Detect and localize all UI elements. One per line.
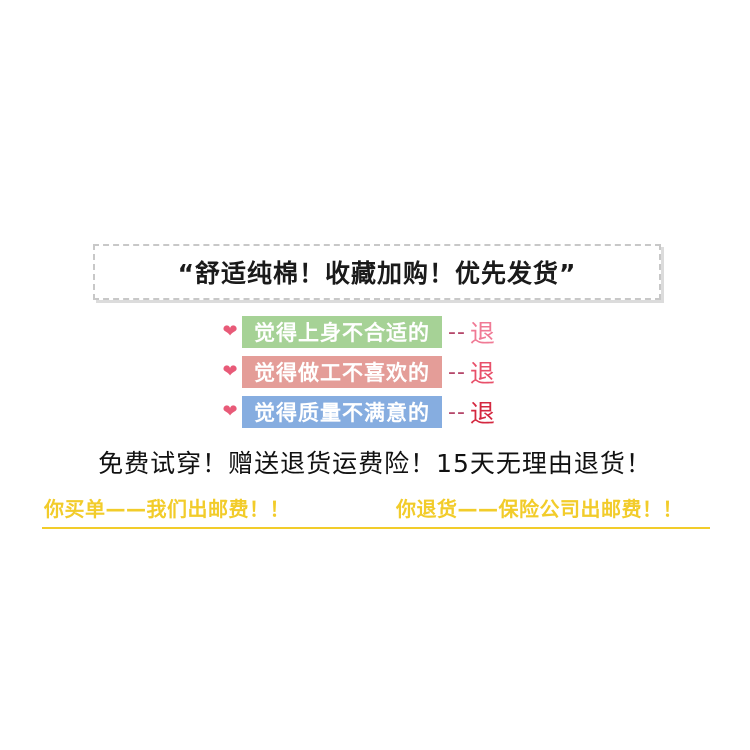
footer-underline [42, 527, 710, 529]
banner-text: “舒适纯棉！收藏加购！优先发货” [177, 259, 577, 288]
reason-row-quality: ❤ 觉得质量不满意的 -- 退 [218, 396, 495, 428]
reason-label: 觉得做工不喜欢的 [242, 356, 442, 388]
return-text: 退 [469, 359, 495, 388]
heart-icon: ❤ [222, 401, 238, 422]
return-text: 退 [469, 399, 495, 428]
reason-label: 觉得质量不满意的 [242, 396, 442, 428]
promo-banner: “舒适纯棉！收藏加购！优先发货” [93, 244, 661, 300]
reason-label: 觉得上身不合适的 [242, 316, 442, 348]
reason-row-fit: ❤ 觉得上身不合适的 -- 退 [218, 316, 495, 348]
return-promise: 免费试穿！赠送退货运费险！15天无理由退货！ [98, 449, 652, 478]
reason-dash: -- [448, 319, 466, 345]
footer-left-text: 你买单——我们出邮费！！ [44, 497, 290, 521]
heart-icon: ❤ [222, 361, 238, 382]
reason-dash: -- [448, 359, 466, 385]
footer-right-text: 你退货——保险公司出邮费！！ [396, 497, 683, 521]
return-text: 退 [469, 319, 495, 348]
reason-row-workmanship: ❤ 觉得做工不喜欢的 -- 退 [218, 356, 495, 388]
reason-dash: -- [448, 399, 466, 425]
heart-icon: ❤ [222, 321, 238, 342]
